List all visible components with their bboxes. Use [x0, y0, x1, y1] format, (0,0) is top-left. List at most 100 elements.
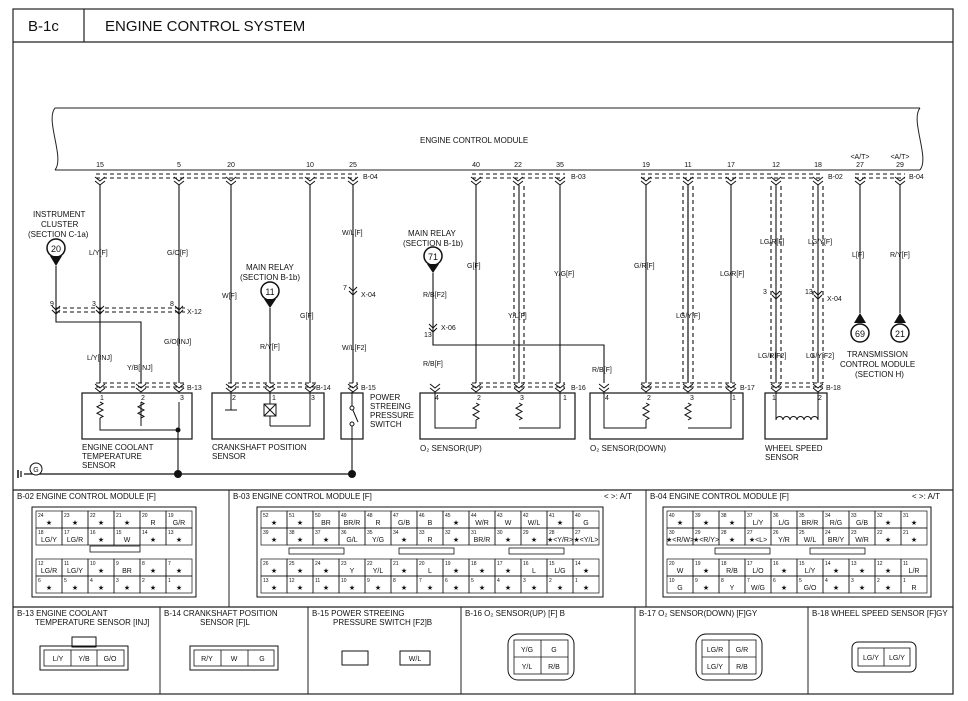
at-mark-27: <A/T>: [850, 154, 869, 161]
o2down-pin-2: 2: [647, 395, 651, 402]
tcm-line2: CONTROL MODULE: [840, 360, 915, 369]
b04-row4-val-1: ★: [703, 584, 709, 592]
b04-row1-num-3: 37: [747, 513, 753, 519]
b03-row1-val-12: G: [583, 520, 588, 527]
wss-pin-1: 1: [772, 395, 776, 402]
b02-row3-val-2: ★: [98, 567, 104, 575]
b15-title-1: B-15 POWER STREEING: [312, 609, 404, 618]
b04-row2-num-7: 23: [851, 530, 857, 536]
b04-row4-val-2: Y: [730, 585, 735, 592]
b03-row3-num-8: 18: [471, 561, 477, 567]
b15-pin-1: W/L: [409, 656, 422, 663]
b02-row1-val-2: ★: [98, 519, 104, 527]
b03-row1-val-7: ★: [453, 519, 459, 527]
b02-row4-val-4: ★: [150, 584, 156, 592]
wire-label-w13: LG/Y[F]: [808, 239, 832, 246]
b03-row1-num-5: 47: [393, 513, 399, 519]
ect-pin-3: 3: [180, 395, 184, 402]
b04-row1-num-1: 39: [695, 513, 701, 519]
b03-row4-num-5: 8: [393, 578, 396, 584]
b03-row1-val-3: BR/R: [344, 520, 361, 527]
b04-row2-num-2: 28: [721, 530, 727, 536]
b04-row2-num-1: 29: [695, 530, 701, 536]
b03-row1-val-8: W/R: [475, 520, 489, 527]
wss-body: [764, 392, 828, 440]
b04-row2-val-5: W/L: [804, 537, 817, 544]
b02-row1-num-0: 24: [38, 513, 44, 519]
b03-row4-val-10: ★: [531, 584, 537, 592]
b03-row2-val-4: Y/G: [372, 537, 384, 544]
b04-row4-num-6: 4: [825, 578, 828, 584]
wire-label-w1: L/Y[F]: [89, 250, 108, 257]
b02-row4-num-4: 2: [142, 578, 145, 584]
wire-label-w22: R/B[F]: [423, 361, 443, 368]
ckp-pin-3: 3: [311, 395, 315, 402]
b17-title: B-17 O₂ SENSOR(DOWN) [F]GY: [639, 609, 758, 618]
b04-row1-num-9: 31: [903, 513, 909, 519]
b03-row4-num-4: 9: [367, 578, 370, 584]
relay11-ref-line2: (SECTION B-1b): [240, 273, 300, 282]
splice-pin-13b: 13: [805, 289, 813, 296]
b04-row4-val-6: ★: [833, 584, 839, 592]
b15-title-2: PRESSURE SWITCH [F2]B: [333, 618, 432, 627]
b03-row1-val-9: W: [505, 520, 512, 527]
b02-row1-val-1: ★: [72, 519, 78, 527]
o2up-pin-1: 1: [563, 395, 567, 402]
splice-pin-8: 8: [170, 301, 174, 308]
ecm-pin-29: 29: [896, 162, 904, 169]
b03-row1-val-2: BR: [321, 520, 331, 527]
b03-row1-num-10: 42: [523, 513, 529, 519]
b03-row1-num-9: 43: [497, 513, 503, 519]
wire-label-w16: L/Y[INJ]: [87, 355, 112, 362]
b04-row1-val-5: BR/R: [802, 520, 819, 527]
b03-row3-num-5: 21: [393, 561, 399, 567]
b04-row4-num-4: 6: [773, 578, 776, 584]
connector-b03: B-03: [571, 174, 586, 181]
b04-row3-num-7: 13: [851, 561, 857, 567]
splice-x04a: X-04: [361, 292, 376, 299]
wire-label-w24: LG/R[F2]: [758, 353, 786, 360]
b03-row1-num-7: 45: [445, 513, 451, 519]
b14-title-2: SENSOR [F]L: [200, 618, 250, 627]
b04-row2-val-4: Y/R: [778, 537, 790, 544]
wire-label-w6: G[F]: [467, 263, 481, 270]
panel-b03-note: < >: A/T: [604, 492, 632, 501]
b03-row4-num-6: 7: [419, 578, 422, 584]
b04-row2-num-5: 25: [799, 530, 805, 536]
page-title: ENGINE CONTROL SYSTEM: [105, 18, 305, 35]
wire-label-w7: Y/G[F]: [554, 271, 574, 278]
b03-row3-num-7: 19: [445, 561, 451, 567]
b02-row4-val-1: ★: [72, 584, 78, 592]
o2down-body: [589, 392, 744, 440]
b03-row4-val-8: ★: [479, 584, 485, 592]
b02-row3-num-2: 10: [90, 561, 96, 567]
b04-row2-num-9: 21: [903, 530, 909, 536]
b03-row3-num-10: 16: [523, 561, 529, 567]
b04-row1-num-8: 32: [877, 513, 883, 519]
b03-row3-num-4: 22: [367, 561, 373, 567]
b02-row3-num-3: 9: [116, 561, 119, 567]
psw-label-4: SWITCH: [370, 420, 402, 429]
ecm-pin-15: 15: [96, 162, 104, 169]
b03-row3-val-2: ★: [323, 567, 329, 575]
b03-row4-num-10: 3: [523, 578, 526, 584]
b02-row4-num-1: 5: [64, 578, 67, 584]
b04-row4-num-5: 5: [799, 578, 802, 584]
b03-row2-num-11: 28: [549, 530, 555, 536]
b16-title: B-16 O₂ SENSOR(UP) [F] B: [465, 609, 565, 618]
b03-row1-num-2: 50: [315, 513, 321, 519]
b03-row3-val-12: ★: [583, 567, 589, 575]
b17-pin-3: LG/Y: [707, 664, 723, 671]
psw-label-3: PRESSURE: [370, 411, 414, 420]
ect-sensor-body: [81, 392, 193, 440]
b02-row2-num-1: 17: [64, 530, 70, 536]
cluster-ref-number: 20: [51, 244, 61, 254]
b03-row1-val-11: ★: [557, 519, 563, 527]
b03-row3-val-6: L: [428, 568, 432, 575]
cluster-ref-line1: INSTRUMENT: [33, 210, 86, 219]
wss-pin-2: 2: [818, 395, 822, 402]
b18-title: B-18 WHEEL SPEED SENSOR [F]GY: [812, 609, 948, 618]
b04-row3-val-2: R/B: [726, 568, 738, 575]
b03-row2-num-5: 34: [393, 530, 399, 536]
b02-row1-num-1: 23: [64, 513, 70, 519]
